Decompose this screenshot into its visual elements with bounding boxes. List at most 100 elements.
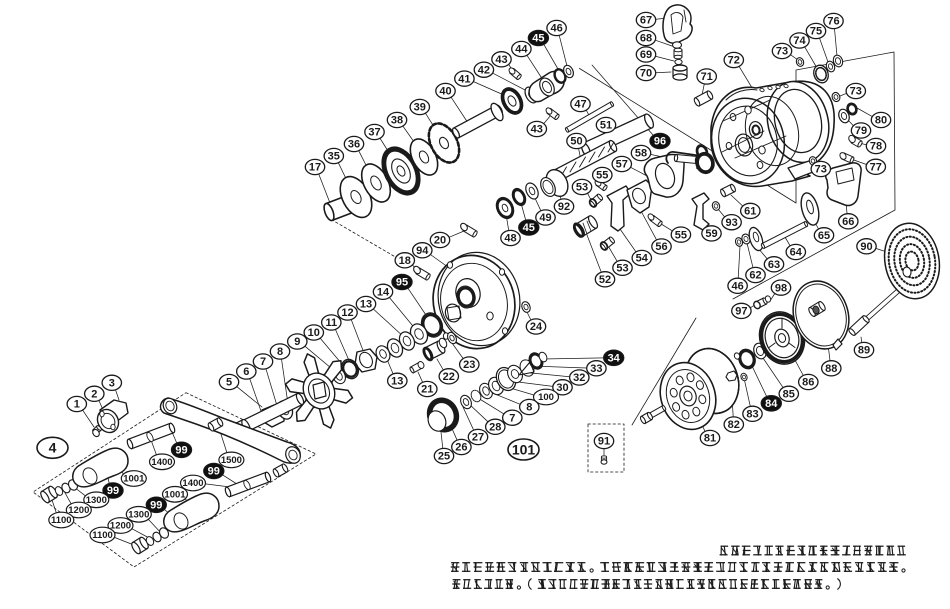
svg-text:41: 41 (458, 73, 470, 85)
svg-text:93: 93 (725, 217, 737, 229)
svg-text:85: 85 (783, 389, 795, 401)
svg-text:99: 99 (175, 445, 187, 457)
svg-text:1300: 1300 (128, 510, 149, 521)
svg-text:56: 56 (655, 241, 667, 253)
svg-text:67: 67 (640, 15, 652, 27)
svg-text:20: 20 (434, 235, 446, 247)
svg-text:2: 2 (91, 389, 97, 401)
svg-text:68: 68 (640, 33, 652, 45)
svg-text:37: 37 (368, 127, 380, 139)
svg-text:55: 55 (596, 170, 608, 182)
svg-text:100: 100 (538, 392, 554, 403)
svg-text:59: 59 (705, 228, 717, 240)
svg-text:72: 72 (728, 55, 740, 67)
svg-text:8: 8 (526, 402, 532, 414)
svg-text:46: 46 (731, 281, 743, 293)
svg-text:10: 10 (308, 327, 320, 339)
svg-text:25: 25 (438, 451, 450, 463)
svg-text:58: 58 (635, 148, 647, 160)
svg-text:14: 14 (377, 287, 390, 299)
svg-text:1001: 1001 (164, 490, 186, 501)
svg-text:83: 83 (746, 409, 758, 421)
svg-text:92: 92 (558, 201, 570, 213)
svg-text:7: 7 (509, 412, 515, 424)
svg-text:13: 13 (391, 376, 403, 388)
svg-text:88: 88 (825, 363, 837, 375)
svg-text:81: 81 (704, 433, 716, 445)
svg-text:12: 12 (341, 307, 353, 319)
svg-text:99: 99 (208, 466, 220, 478)
svg-text:1400: 1400 (151, 457, 172, 468)
svg-text:73: 73 (850, 86, 862, 98)
svg-text:28: 28 (489, 422, 501, 434)
svg-text:6: 6 (243, 366, 249, 378)
svg-text:48: 48 (504, 233, 516, 245)
svg-text:65: 65 (818, 230, 830, 242)
svg-text:38: 38 (391, 115, 403, 127)
svg-text:23: 23 (463, 359, 475, 371)
svg-text:64: 64 (790, 247, 803, 259)
svg-text:7: 7 (260, 356, 266, 368)
svg-text:78: 78 (870, 141, 882, 153)
svg-text:1: 1 (74, 399, 80, 411)
svg-text:51: 51 (600, 120, 612, 132)
svg-text:45: 45 (532, 33, 544, 45)
svg-text:79: 79 (855, 125, 867, 137)
svg-text:46: 46 (550, 23, 562, 35)
svg-text:90: 90 (860, 241, 872, 253)
svg-text:18: 18 (399, 255, 411, 267)
svg-text:71: 71 (701, 71, 713, 83)
svg-text:54: 54 (636, 253, 649, 265)
svg-text:1100: 1100 (92, 530, 113, 541)
svg-text:98: 98 (775, 282, 787, 294)
svg-text:95: 95 (396, 277, 408, 289)
svg-text:3: 3 (109, 378, 115, 390)
svg-text:53: 53 (616, 263, 628, 275)
svg-text:66: 66 (842, 216, 854, 228)
svg-text:40: 40 (439, 86, 451, 98)
svg-text:96: 96 (654, 136, 666, 148)
svg-text:97: 97 (735, 306, 747, 318)
svg-text:73: 73 (776, 46, 788, 58)
svg-text:33: 33 (590, 363, 602, 375)
svg-text:13: 13 (360, 299, 372, 311)
svg-text:91: 91 (598, 436, 610, 448)
svg-text:99: 99 (150, 500, 162, 512)
svg-text:5: 5 (226, 377, 232, 389)
svg-text:86: 86 (802, 377, 814, 389)
svg-text:70: 70 (640, 68, 652, 80)
svg-text:45: 45 (523, 222, 535, 234)
svg-text:80: 80 (875, 115, 887, 127)
svg-text:34: 34 (608, 353, 621, 365)
svg-text:73: 73 (815, 164, 827, 176)
svg-text:76: 76 (827, 16, 839, 28)
svg-text:30: 30 (556, 382, 568, 394)
svg-text:50: 50 (570, 136, 582, 148)
svg-text:75: 75 (810, 26, 822, 38)
svg-text:89: 89 (858, 345, 870, 357)
svg-text:53: 53 (576, 182, 588, 194)
svg-text:69: 69 (640, 49, 652, 61)
svg-text:77: 77 (870, 162, 882, 174)
svg-text:26: 26 (455, 442, 467, 454)
svg-text:9: 9 (294, 336, 300, 348)
svg-text:94: 94 (416, 245, 429, 257)
svg-text:47: 47 (574, 99, 586, 111)
svg-text:61: 61 (744, 206, 756, 218)
svg-text:63: 63 (768, 259, 780, 271)
svg-text:84: 84 (765, 398, 778, 410)
svg-text:1100: 1100 (51, 515, 72, 526)
svg-text:42: 42 (478, 64, 490, 76)
svg-text:11: 11 (325, 317, 337, 329)
svg-text:99: 99 (107, 485, 119, 497)
svg-text:17: 17 (309, 162, 321, 174)
svg-text:8: 8 (277, 346, 283, 358)
svg-text:43: 43 (495, 54, 507, 66)
svg-text:39: 39 (414, 102, 426, 114)
svg-text:101: 101 (512, 441, 536, 457)
svg-text:1400: 1400 (182, 478, 203, 489)
svg-text:22: 22 (443, 371, 455, 383)
svg-text:43: 43 (531, 124, 543, 136)
svg-text:57: 57 (616, 159, 628, 171)
svg-text:27: 27 (472, 432, 484, 444)
